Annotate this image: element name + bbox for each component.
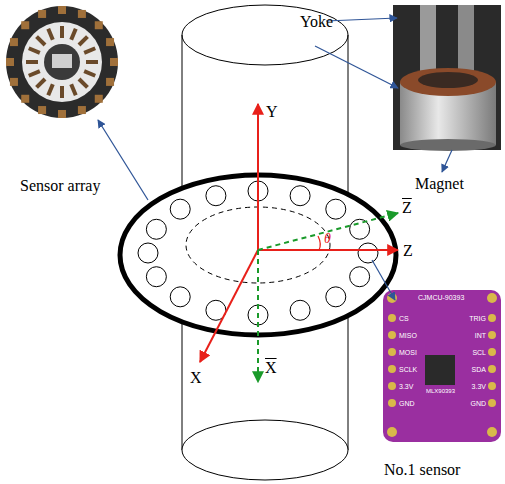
pin-name: INT	[475, 332, 486, 339]
pin-name: MOSI	[399, 349, 417, 356]
pin-name: GND	[399, 400, 415, 407]
part-label: Sensor array	[20, 178, 100, 194]
part-label: No.1 sensor	[384, 462, 460, 478]
part-label: Z	[402, 200, 412, 216]
pin-name: CS	[399, 315, 409, 322]
part-label: X	[190, 370, 202, 386]
pin-name: MISO	[399, 332, 417, 339]
pin-name: SDA	[472, 366, 486, 373]
pin-name: GND	[470, 400, 486, 407]
pin-name: MLX90393	[426, 388, 455, 394]
part-label: Z	[403, 243, 413, 259]
part-label: X	[265, 360, 277, 376]
part-label: Magnet	[415, 176, 464, 192]
part-label: Y	[266, 104, 278, 120]
pin-name: TRIG	[469, 315, 486, 322]
pin-name: CJMCU-90393	[418, 294, 464, 301]
pin-name: SCLK	[399, 366, 417, 373]
part-label: Yoke	[300, 14, 333, 30]
pin-name: 3.3V	[472, 383, 486, 390]
part-label: θ	[324, 232, 331, 246]
pin-name: 3.3V	[399, 383, 413, 390]
pin-name: SCL	[472, 349, 486, 356]
